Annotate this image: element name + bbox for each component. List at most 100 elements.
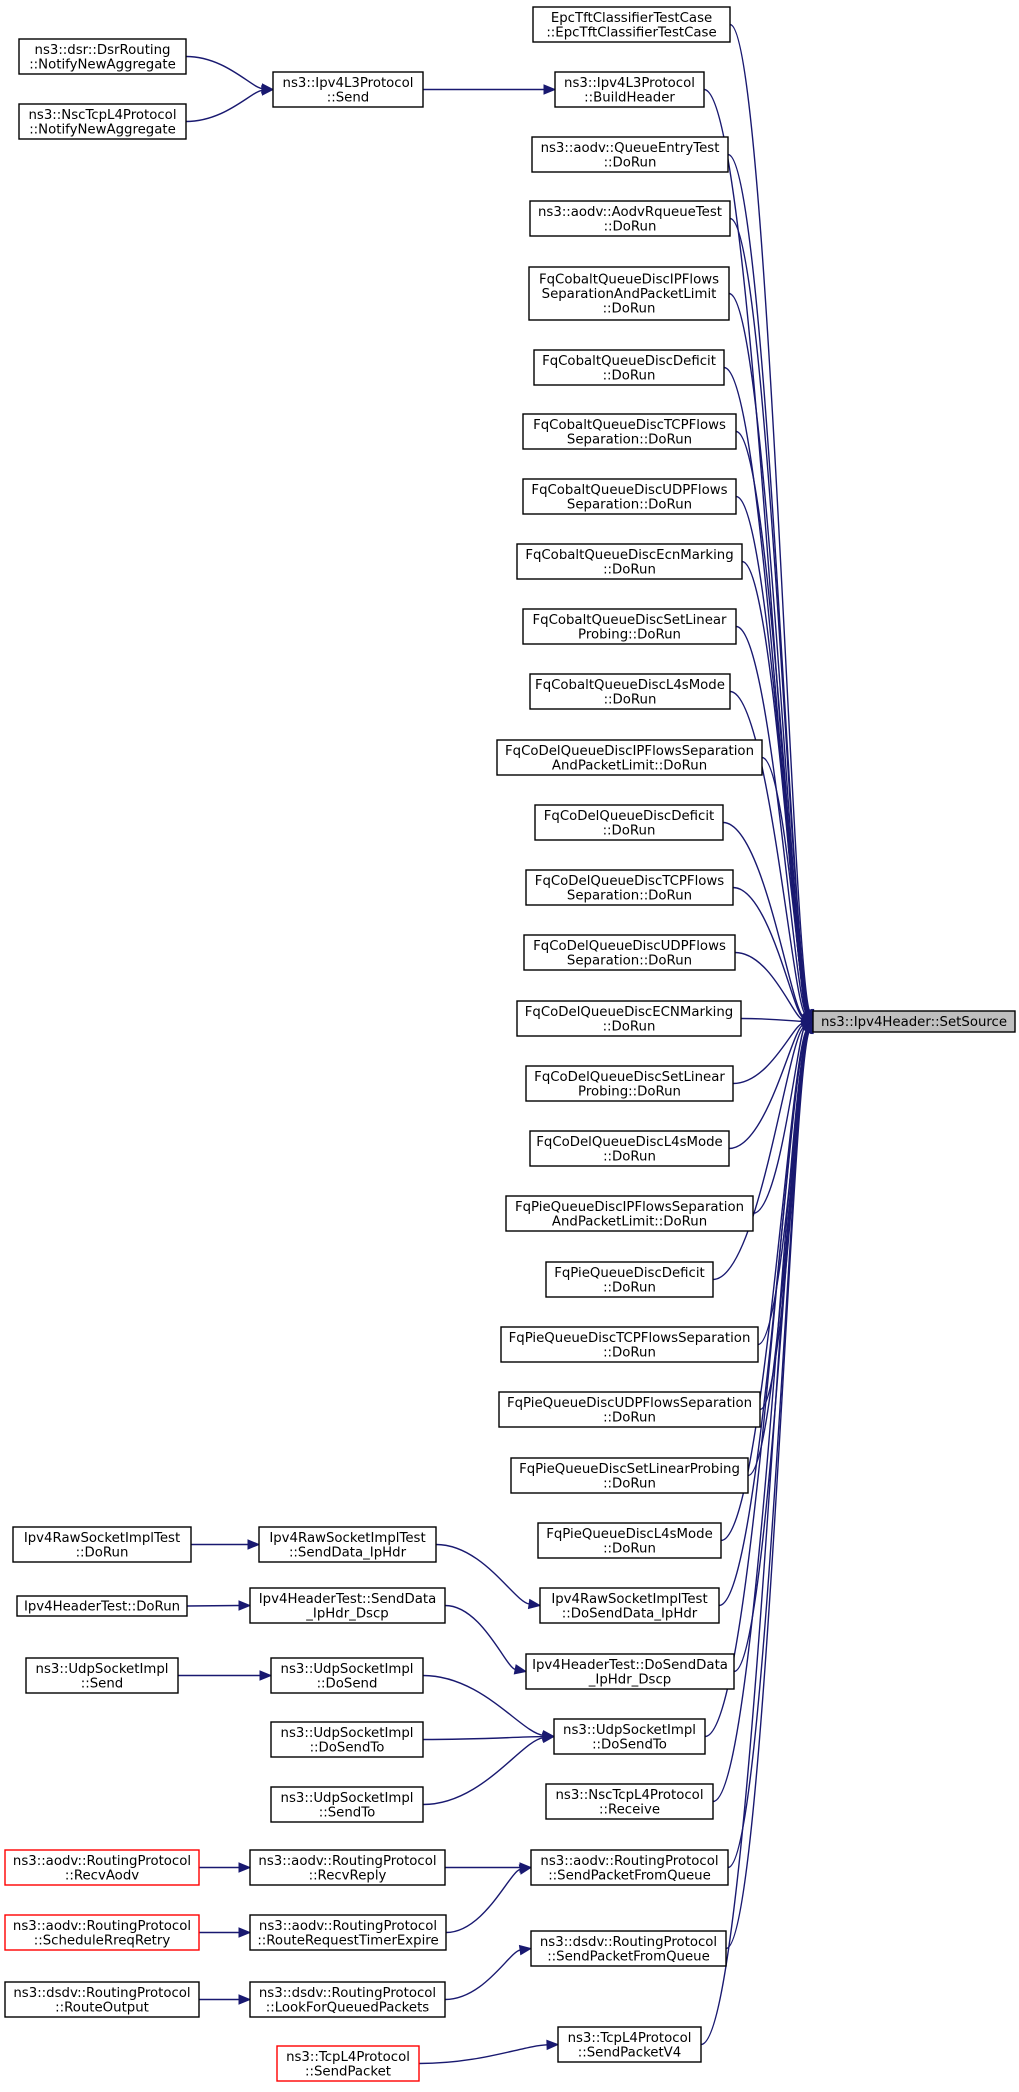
node-fq-co-del-queue-disc-deficit-do-run[interactable]: FqCoDelQueueDiscDeficit::DoRun bbox=[534, 804, 724, 841]
node-label-line: FqCobaltQueueDiscSetLinear bbox=[532, 613, 727, 628]
node-ns3-tcp-l4-protocol-send-packet-v4[interactable]: ns3::TcpL4Protocol::SendPacketV4 bbox=[557, 2026, 702, 2063]
node-fq-pie-queue-disc-l4s-mode-do-run[interactable]: FqPieQueueDiscL4sMode::DoRun bbox=[537, 1522, 722, 1559]
node-ns3-aodv-aodv-rqueue-test-do-run[interactable]: ns3::aodv::AodvRqueueTest::DoRun bbox=[529, 200, 731, 237]
node-label-line: FqPieQueueDiscUDPFlowsSeparation bbox=[507, 1396, 752, 1411]
edge-udpsendto-to-udpdosendto bbox=[422, 1732, 556, 1806]
node-ns3-aodv-routing-protocol-send-packet-from-queue[interactable]: ns3::aodv::RoutingProtocol::SendPacketFr… bbox=[530, 1849, 729, 1886]
node-label-line: ns3::NscTcpL4Protocol bbox=[28, 108, 176, 123]
node-fq-pie-queue-disc-tcpflows-separation-do-run[interactable]: FqPieQueueDiscTCPFlowsSeparation::DoRun bbox=[500, 1326, 759, 1363]
node-ipv4-raw-socket-impl-test-do-run[interactable]: Ipv4RawSocketImplTest::DoRun bbox=[12, 1526, 192, 1563]
node-ipv4-header-test-do-run[interactable]: Ipv4HeaderTest::DoRun bbox=[16, 1595, 188, 1617]
node-label-line: FqCobaltQueueDiscEcnMarking bbox=[525, 548, 733, 563]
node-ns3-ipv4-header-set-source[interactable]: ns3::Ipv4Header::SetSource bbox=[812, 1010, 1016, 1033]
node-ns3-aodv-queue-entry-test-do-run[interactable]: ns3::aodv::QueueEntryTest::DoRun bbox=[531, 136, 729, 173]
edge-aodvsendpkt-to-root bbox=[727, 1020, 814, 1869]
node-ns3-udp-socket-impl-do-send-to[interactable]: ns3::UdpSocketImpl::DoSendTo bbox=[270, 1721, 424, 1758]
node-label-line: ns3::aodv::RoutingProtocol bbox=[258, 1854, 436, 1869]
node-ns3-ipv4-l3-protocol-send[interactable]: ns3::Ipv4L3Protocol::Send bbox=[272, 71, 424, 108]
node-label-line: ::DoRun bbox=[603, 823, 656, 838]
node-label-line: FqCoDelQueueDiscDeficit bbox=[544, 809, 715, 824]
node-fq-cobalt-queue-disc-tcpflows-separation-do-run[interactable]: FqCobaltQueueDiscTCPFlowsSeparation::DoR… bbox=[522, 413, 737, 450]
node-label-line: ::DoRun bbox=[603, 1410, 656, 1425]
node-label-line: ::Send bbox=[327, 90, 369, 105]
node-label-line: ::DoRun bbox=[604, 219, 657, 234]
node-ns3-dsdv-routing-protocol-look-for-queued-packets[interactable]: ns3::dsdv::RoutingProtocol::LookForQueue… bbox=[249, 1981, 446, 2018]
node-ns3-aodv-routing-protocol-recv-aodv[interactable]: ns3::aodv::RoutingProtocol::RecvAodv bbox=[4, 1849, 200, 1886]
node-label-line: FqCobaltQueueDiscTCPFlows bbox=[533, 418, 726, 433]
node-fq-cobalt-queue-disc-ipflows-separation-and-packet-limit-do-run[interactable]: FqCobaltQueueDiscIPFlowsSeparationAndPac… bbox=[528, 266, 730, 321]
node-ns3-udp-socket-impl-send[interactable]: ns3::UdpSocketImpl::Send bbox=[25, 1657, 179, 1694]
node-ipv4-header-test-send-data-ip-hdr-dscp[interactable]: Ipv4HeaderTest::SendData_IpHdr_Dscp bbox=[249, 1587, 446, 1624]
node-fq-cobalt-queue-disc-ecn-marking-do-run[interactable]: FqCobaltQueueDiscEcnMarking::DoRun bbox=[516, 543, 743, 580]
node-label-line: FqCoDelQueueDiscECNMarking bbox=[525, 1005, 733, 1020]
node-label-line: ::RouteRequestTimerExpire bbox=[257, 1933, 438, 1948]
node-fq-co-del-queue-disc-ipflows-separation-and-packet-limit-do-run[interactable]: FqCoDelQueueDiscIPFlowsSeparationAndPack… bbox=[496, 739, 763, 776]
node-fq-cobalt-queue-disc-deficit-do-run[interactable]: FqCobaltQueueDiscDeficit::DoRun bbox=[533, 349, 725, 386]
node-label-line: FqCobaltQueueDiscDeficit bbox=[542, 354, 716, 369]
node-label-line: ::SendData_IpHdr bbox=[289, 1545, 407, 1560]
node-label-line: ::DoRun bbox=[604, 155, 657, 170]
edge-aodvsched-to-aodvroutereq bbox=[199, 1927, 252, 1938]
edge-dsrnotify-to-ipv4l3send bbox=[185, 55, 275, 94]
node-label-line: ::DoRun bbox=[603, 302, 656, 317]
node-fq-pie-queue-disc-deficit-do-run[interactable]: FqPieQueueDiscDeficit::DoRun bbox=[545, 1261, 714, 1298]
node-label-line: Separation::DoRun bbox=[567, 497, 692, 512]
edge-udpsend-to-udpdosend bbox=[178, 1670, 273, 1681]
node-label-line: ::RecvAodv bbox=[65, 1868, 139, 1883]
node-ns3-nsc-tcp-l4-protocol-receive[interactable]: ns3::NscTcpL4Protocol::Receive bbox=[545, 1783, 714, 1820]
node-ipv4-raw-socket-impl-test-send-data-ip-hdr[interactable]: Ipv4RawSocketImplTest::SendData_IpHdr bbox=[258, 1526, 437, 1563]
node-label-line: ::RecvReply bbox=[309, 1868, 387, 1883]
node-fq-pie-queue-disc-set-linear-probing-do-run[interactable]: FqPieQueueDiscSetLinearProbing::DoRun bbox=[510, 1457, 749, 1494]
edge-dsdvlookfor-to-dsdvsendpkt bbox=[444, 1944, 533, 2001]
node-label-line: ::NotifyNewAggregate bbox=[29, 122, 176, 137]
node-label-line: ::DoRun bbox=[603, 1345, 656, 1360]
node-ns3-udp-socket-impl-send-to[interactable]: ns3::UdpSocketImpl::SendTo bbox=[270, 1786, 424, 1823]
node-fq-pie-queue-disc-ipflows-separation-and-packet-limit-do-run[interactable]: FqPieQueueDiscIPFlowsSeparationAndPacket… bbox=[505, 1195, 754, 1232]
node-label-line: FqPieQueueDiscDeficit bbox=[554, 1266, 705, 1281]
node-label-line: ::BuildHeader bbox=[584, 90, 675, 105]
node-ns3-nsc-tcp-l4-protocol-notify-new-aggregate[interactable]: ns3::NscTcpL4Protocol::NotifyNewAggregat… bbox=[18, 103, 187, 140]
node-ns3-udp-socket-impl-do-send[interactable]: ns3::UdpSocketImpl::DoSend bbox=[270, 1657, 424, 1694]
node-ns3-aodv-routing-protocol-route-request-timer-expire[interactable]: ns3::aodv::RoutingProtocol::RouteRequest… bbox=[249, 1914, 447, 1951]
node-epc-tft-classifier-test-case-epc-tft-classifier-test-case[interactable]: EpcTftClassifierTestCase::EpcTftClassifi… bbox=[532, 6, 731, 43]
node-label-line: ::ScheduleRreqRetry bbox=[34, 1933, 171, 1948]
node-label-line: ns3::aodv::QueueEntryTest bbox=[541, 141, 720, 156]
node-ns3-aodv-routing-protocol-recv-reply[interactable]: ns3::aodv::RoutingProtocol::RecvReply bbox=[249, 1849, 446, 1886]
edge-aodvrecvaodv-to-aodvrecvreply bbox=[199, 1862, 252, 1873]
node-label-line: ns3::Ipv4Header::SetSource bbox=[821, 1015, 1007, 1030]
node-label-line: FqCoDelQueueDiscIPFlowsSeparation bbox=[505, 744, 754, 759]
node-label-line: Probing::DoRun bbox=[578, 627, 681, 642]
node-fq-co-del-queue-disc-tcpflows-separation-do-run[interactable]: FqCoDelQueueDiscTCPFlowsSeparation::DoRu… bbox=[525, 869, 734, 906]
node-ns3-aodv-routing-protocol-schedule-rreq-retry[interactable]: ns3::aodv::RoutingProtocol::ScheduleRreq… bbox=[4, 1914, 200, 1951]
node-fq-co-del-queue-disc-udpflows-separation-do-run[interactable]: FqCoDelQueueDiscUDPFlowsSeparation::DoRu… bbox=[523, 934, 736, 971]
node-ipv4-header-test-do-send-data-ip-hdr-dscp[interactable]: Ipv4HeaderTest::DoSendData_IpHdr_Dscp bbox=[525, 1653, 735, 1690]
node-fq-cobalt-queue-disc-udpflows-separation-do-run[interactable]: FqCobaltQueueDiscUDPFlowsSeparation::DoR… bbox=[522, 478, 737, 515]
node-label-line: Separation::DoRun bbox=[567, 888, 692, 903]
node-label-line: ::DoSendTo bbox=[592, 1737, 667, 1752]
node-fq-pie-queue-disc-udpflows-separation-do-run[interactable]: FqPieQueueDiscUDPFlowsSeparation::DoRun bbox=[498, 1391, 761, 1428]
node-label-line: ::DoRun bbox=[603, 1019, 656, 1034]
node-label-line: FqCobaltQueueDiscIPFlows bbox=[539, 273, 719, 288]
node-label-line: FqCoDelQueueDiscUDPFlows bbox=[533, 939, 726, 954]
node-label-line: ::DoRun bbox=[603, 368, 656, 383]
node-ns3-dsdv-routing-protocol-route-output[interactable]: ns3::dsdv::RoutingProtocol::RouteOutput bbox=[4, 1981, 200, 2018]
node-ipv4-raw-socket-impl-test-do-send-data-ip-hdr[interactable]: Ipv4RawSocketImplTest::DoSendData_IpHdr bbox=[539, 1587, 720, 1624]
node-label-line: FqPieQueueDiscSetLinearProbing bbox=[519, 1462, 740, 1477]
node-label-line: ns3::UdpSocketImpl bbox=[563, 1723, 696, 1738]
node-label-line: ns3::UdpSocketImpl bbox=[281, 1791, 414, 1806]
node-ns3-dsdv-routing-protocol-send-packet-from-queue[interactable]: ns3::dsdv::RoutingProtocol::SendPacketFr… bbox=[530, 1930, 727, 1967]
node-fq-co-del-queue-disc-ecnmarking-do-run[interactable]: FqCoDelQueueDiscECNMarking::DoRun bbox=[516, 1000, 742, 1037]
node-ns3-ipv4-l3-protocol-build-header[interactable]: ns3::Ipv4L3Protocol::BuildHeader bbox=[554, 71, 705, 108]
node-label-line: FqCoDelQueueDiscL4sMode bbox=[536, 1135, 723, 1150]
node-fq-co-del-queue-disc-l4s-mode-do-run[interactable]: FqCoDelQueueDiscL4sMode::DoRun bbox=[529, 1130, 730, 1167]
node-ns3-udp-socket-impl-do-send-to[interactable]: ns3::UdpSocketImpl::DoSendTo bbox=[553, 1718, 706, 1755]
node-fq-cobalt-queue-disc-l4s-mode-do-run[interactable]: FqCobaltQueueDiscL4sMode::DoRun bbox=[529, 673, 731, 710]
edge-dsdvrouteout-to-dsdvlookfor bbox=[199, 1994, 252, 2005]
node-ns3-dsr-dsr-routing-notify-new-aggregate[interactable]: ns3::dsr::DsrRouting::NotifyNewAggregate bbox=[18, 38, 187, 75]
node-label-line: SeparationAndPacketLimit bbox=[542, 287, 717, 302]
node-ns3-tcp-l4-protocol-send-packet[interactable]: ns3::TcpL4Protocol::SendPacket bbox=[276, 2045, 420, 2082]
node-label-line: FqPieQueueDiscTCPFlowsSeparation bbox=[509, 1331, 751, 1346]
